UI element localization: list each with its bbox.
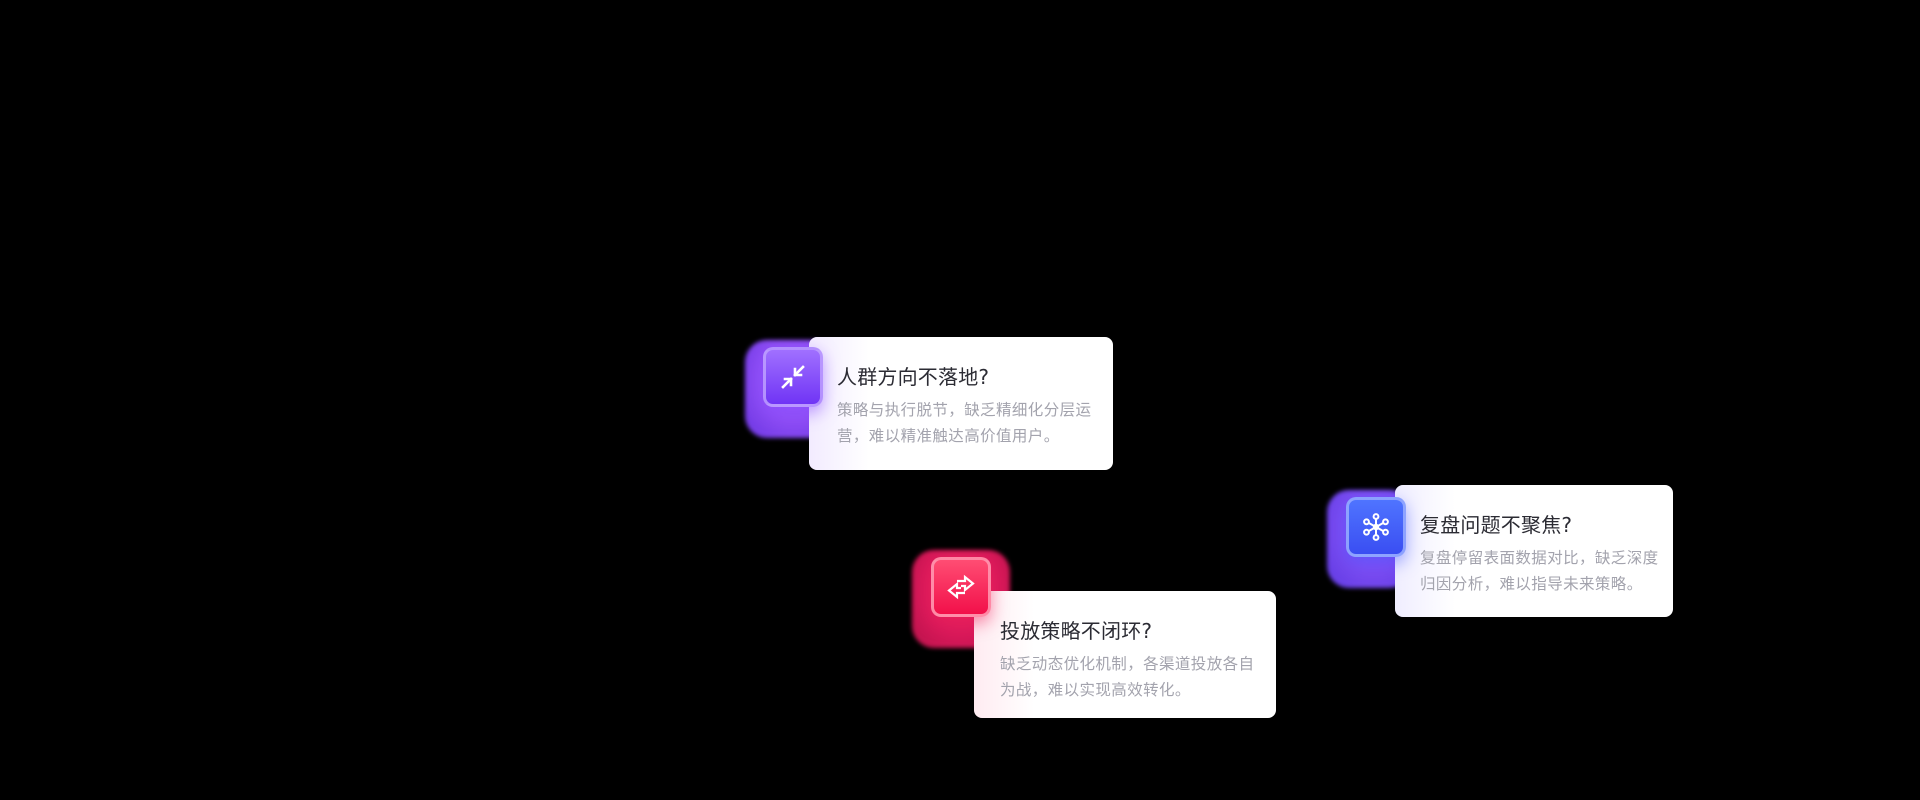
network-nodes-icon [1346,497,1406,557]
pain-point-card: 人群方向不落地? 策略与执行脱节，缺乏精细化分层运营，难以精准触达高价值用户。 [809,337,1113,470]
swap-arrows-icon [931,557,991,617]
card-description: 复盘停留表面数据对比，缺乏深度归因分析，难以指导未来策略。 [1420,549,1659,593]
pain-point-card: 复盘问题不聚焦? 复盘停留表面数据对比，缺乏深度归因分析，难以指导未来策略。 [1395,485,1673,617]
card-title: 复盘问题不聚焦? [1420,513,1573,537]
card-description: 策略与执行脱节，缺乏精细化分层运营，难以精准触达高价值用户。 [837,401,1092,445]
card-description: 缺乏动态优化机制，各渠道投放各自为战，难以实现高效转化。 [1000,655,1255,699]
card-title: 人群方向不落地? [837,365,990,389]
compress-arrows-icon [763,347,823,407]
card-title: 投放策略不闭环? [1000,619,1153,643]
pain-point-card: 投放策略不闭环? 缺乏动态优化机制，各渠道投放各自为战，难以实现高效转化。 [974,591,1276,718]
